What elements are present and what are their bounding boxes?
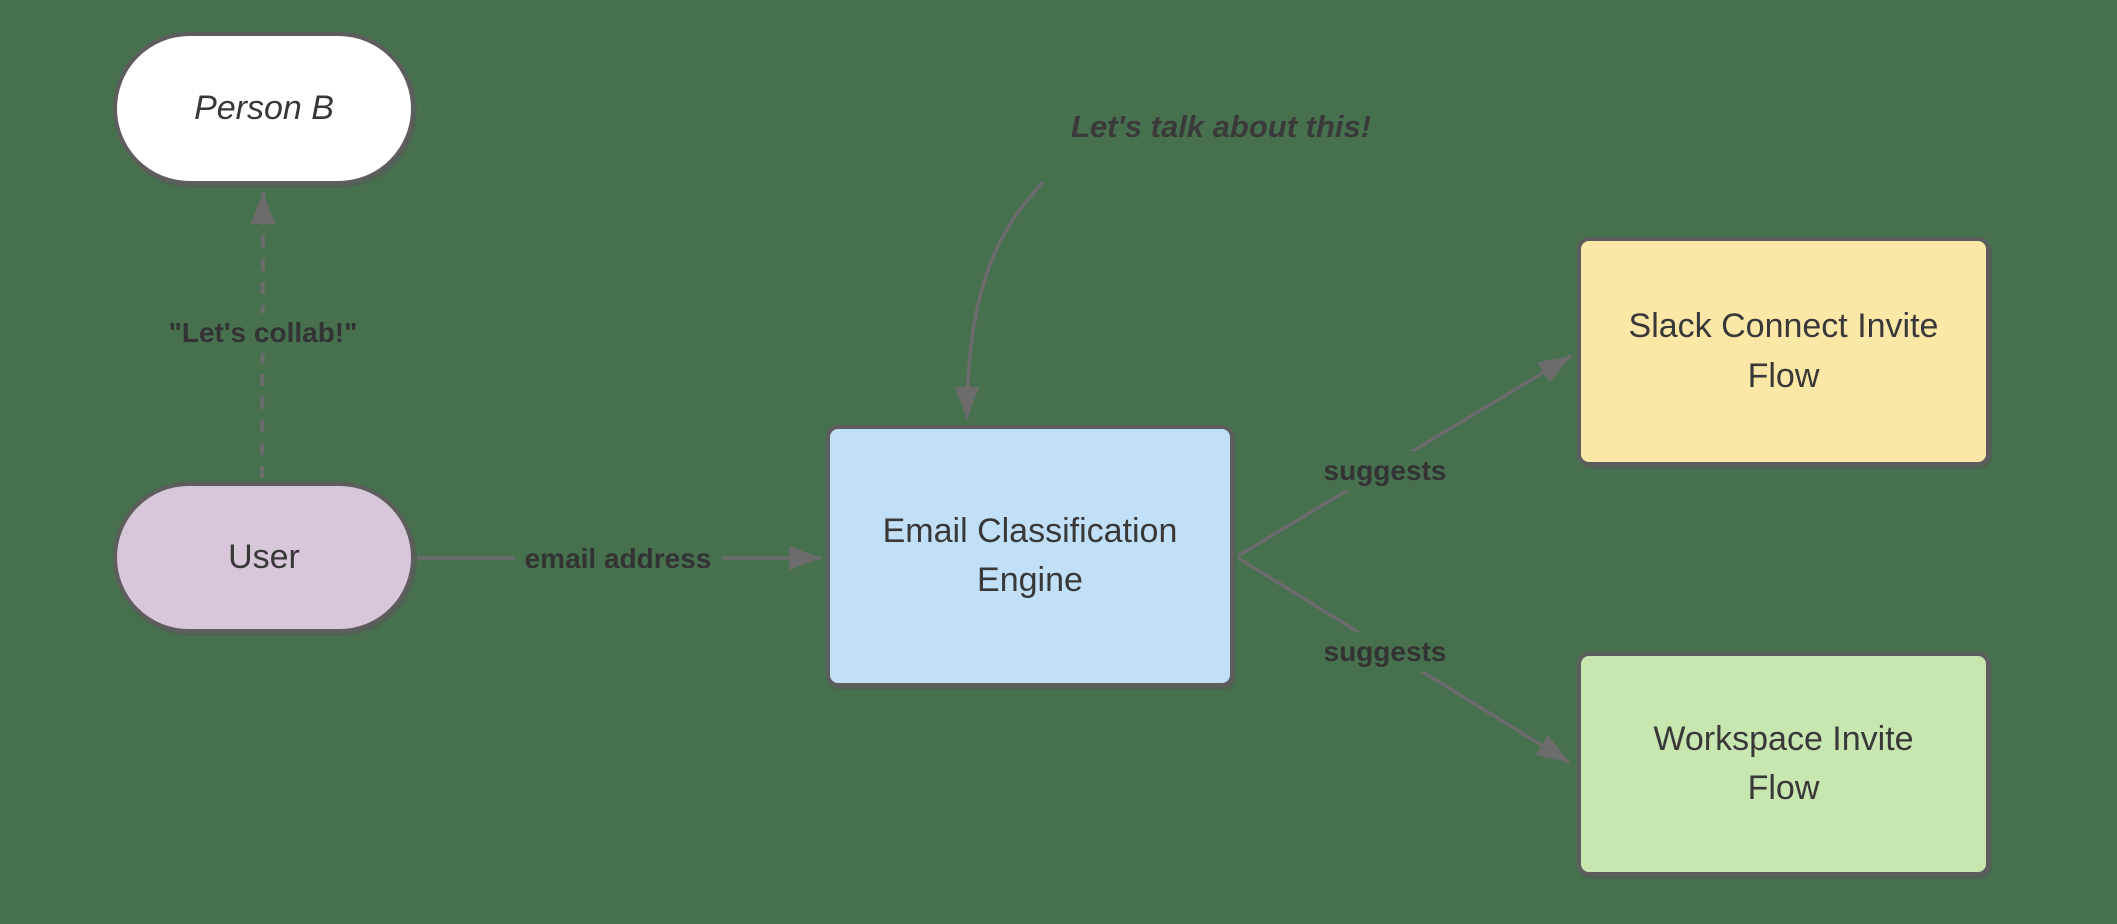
node-workspace-invite-flow: Workspace Invite Flow	[1577, 652, 1990, 876]
node-email-classification-engine: Email Classification Engine	[826, 425, 1234, 687]
edge-label-suggests-workspace: suggests	[1313, 632, 1457, 672]
node-user-label: User	[228, 537, 300, 576]
annotation-lets-talk: Let's talk about this!	[1070, 109, 1372, 144]
node-person-b: Person B	[113, 32, 415, 185]
node-workspace-label: Workspace Invite Flow	[1653, 719, 1914, 807]
node-user: User	[113, 482, 415, 633]
edge-label-lets-collab: "Let's collab!"	[158, 313, 368, 353]
node-engine-label: Email Classification Engine	[882, 511, 1178, 599]
annotation-arrow	[955, 180, 1045, 420]
node-slack-label: Slack Connect Invite Flow	[1628, 307, 1939, 395]
node-slack-connect-invite-flow: Slack Connect Invite Flow	[1577, 237, 1990, 466]
edge-label-suggests-slack: suggests	[1313, 451, 1457, 491]
node-person-b-label: Person B	[194, 88, 334, 127]
edge-label-email-address: email address	[514, 539, 722, 579]
